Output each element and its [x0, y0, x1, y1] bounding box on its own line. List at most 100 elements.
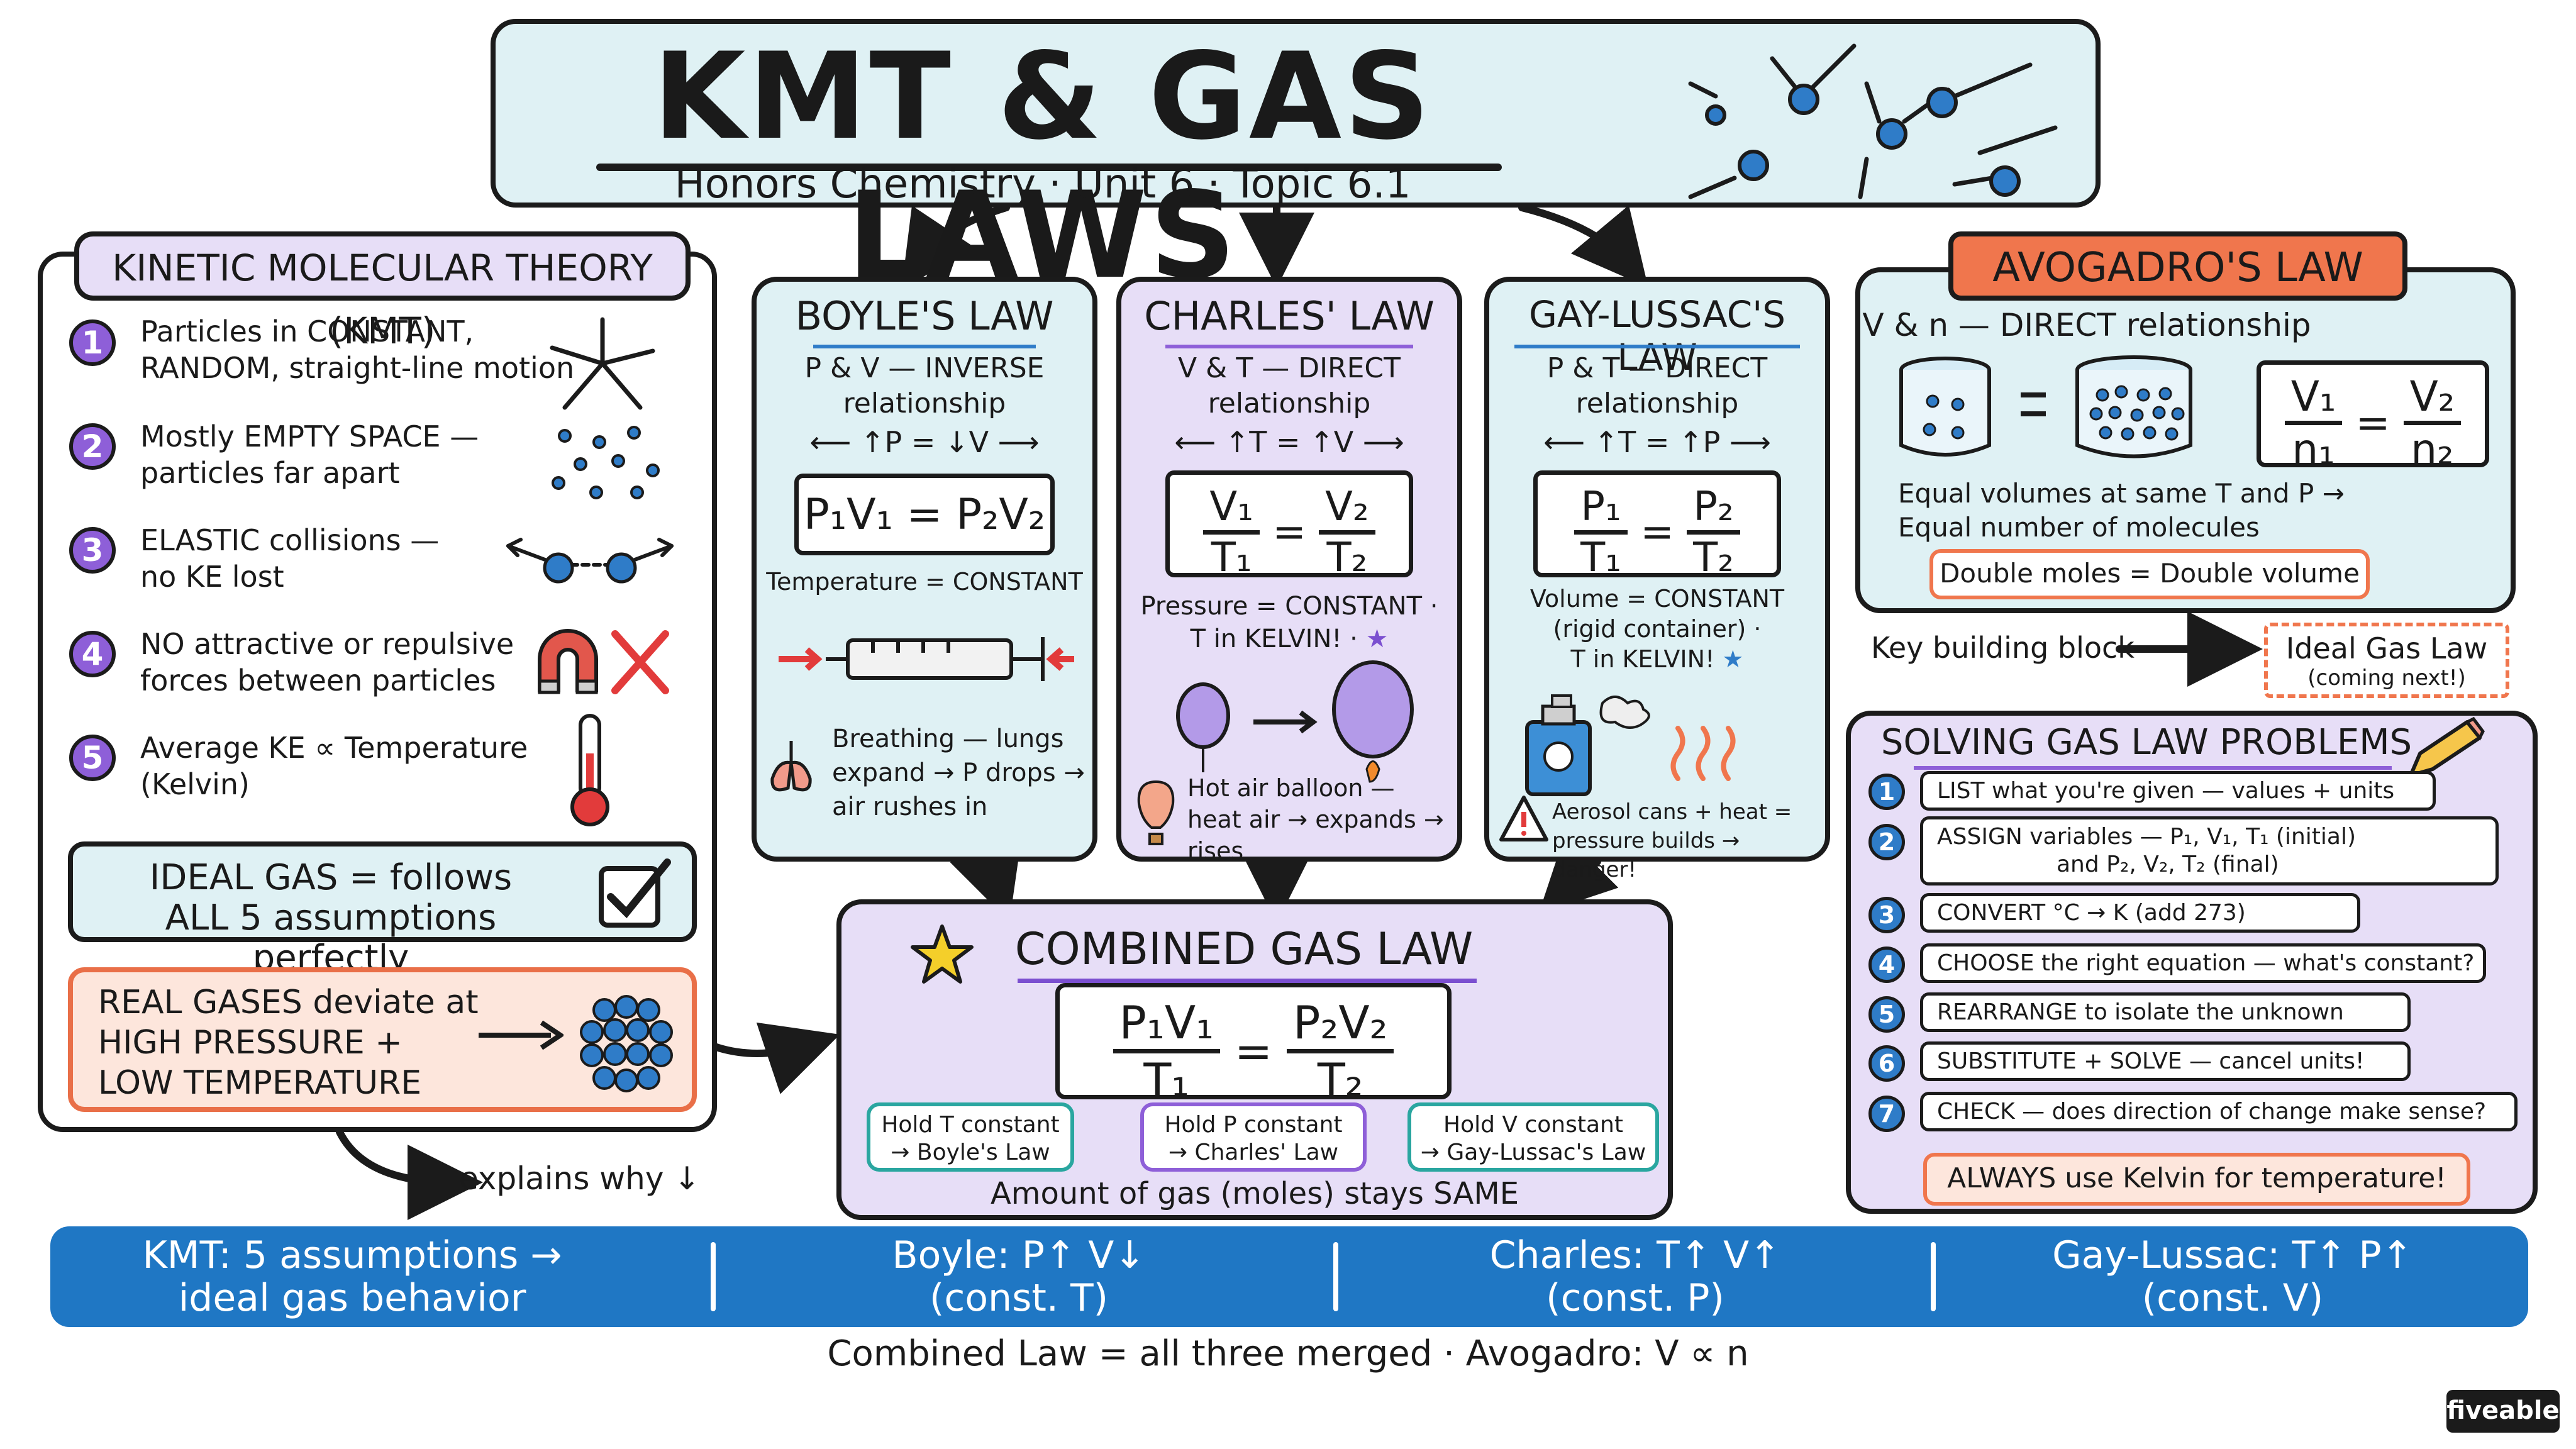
step-5: REARRANGE to isolate the unknown	[1920, 992, 2411, 1032]
boyles-constant: Temperature = CONSTANT	[766, 568, 1083, 596]
gay-lussac-rigid: (rigid container) ·	[1553, 615, 1762, 643]
right-arrow-icon: ⟶	[1720, 425, 1771, 459]
summary-kmt-line1: KMT: 5 assumptions →	[142, 1233, 562, 1277]
combined-t1: T₁	[1143, 1053, 1190, 1106]
gay-lussac-example-line1: Aerosol cans + heat =	[1552, 799, 1792, 824]
right-arrow-icon: ⟶	[989, 425, 1040, 459]
kmt-item-5-line2: (Kelvin)	[140, 767, 250, 801]
number-badge-4: 4	[69, 631, 116, 677]
avogadro-n2: n₂	[2411, 425, 2454, 474]
divider	[711, 1242, 716, 1311]
avogadro-title: AVOGADRO'S LAW	[1948, 231, 2407, 301]
gay-lussac-law-panel: GAY-LUSSAC'S LAW P & T — DIRECT relation…	[1484, 277, 1830, 882]
real-gases-box: REAL GASES deviate at HIGH PRESSURE + LO…	[68, 967, 697, 1112]
divider	[1333, 1242, 1338, 1311]
always-kelvin-pill: ALWAYS use Kelvin for temperature!	[1923, 1153, 2470, 1206]
boyles-law-title: BOYLE'S LAW	[795, 293, 1054, 339]
combined-p1v1: P₁V₁	[1113, 996, 1220, 1053]
divider	[1931, 1242, 1936, 1311]
charles-law-panel: CHARLES' LAW V & T — DIRECT relationship…	[1116, 277, 1462, 865]
avogadro-law-panel: AVOGADRO'S LAW V & n — DIRECT relationsh…	[1855, 231, 2516, 613]
hot-air-balloon-icon	[1137, 780, 1175, 845]
kmt-item-4-line1: NO attractive or repulsive	[140, 627, 514, 661]
hold-p-line2: → Charles' Law	[1168, 1140, 1339, 1165]
title-underline	[596, 164, 1502, 171]
warning-icon	[1499, 796, 1548, 841]
kmt-item-4-line2: forces between particles	[140, 663, 496, 697]
bottom-summary-line: Combined Law = all three merged · Avogad…	[827, 1333, 1749, 1374]
right-arrow-icon: ⟶	[1353, 425, 1404, 459]
step-3: CONVERT °C → K (add 273)	[1920, 893, 2360, 933]
balloon-expanding-icon	[1176, 660, 1414, 783]
step-number-1: 1	[1868, 774, 1905, 810]
gay-p2: P₂	[1687, 484, 1740, 535]
avogadro-v1: V₁	[2284, 372, 2343, 425]
kmt-item-3-line2: no KE lost	[140, 560, 284, 594]
summary-boyle-line2: (const. T)	[929, 1276, 1109, 1320]
kmt-title: KINETIC MOLECULAR THEORY (KMT)	[74, 231, 691, 352]
gay-lussac-relationship-line2: relationship	[1575, 387, 1739, 419]
combined-footer: Amount of gas (moles) stays SAME	[990, 1176, 1519, 1211]
thermometer-icon	[570, 714, 609, 826]
charles-example-line3: rises	[1187, 837, 1244, 865]
hold-p-pill: Hold P constant → Charles' Law	[1140, 1102, 1367, 1172]
combined-p2v2: P₂V₂	[1287, 996, 1394, 1053]
fiveable-logo: fiveable	[2446, 1390, 2560, 1433]
left-arrow-icon: ⟵	[1174, 425, 1225, 459]
step-number-3: 3	[1868, 897, 1905, 933]
step-number-6: 6	[1868, 1045, 1905, 1082]
left-arrow-icon: ⟵	[1543, 425, 1594, 459]
charles-arrow-relation: ↑T = ↑V	[1224, 425, 1354, 459]
title-underline	[813, 345, 1036, 348]
summary-gay-line2: (const. V)	[2141, 1276, 2324, 1320]
real-gases-line2: HIGH PRESSURE +	[98, 1024, 402, 1062]
compressed-particles-icon	[580, 995, 673, 1092]
number-badge-5: 5	[69, 735, 116, 781]
combined-t2: T₂	[1317, 1053, 1363, 1106]
summary-boyle-line1: Boyle: P↑ V↓	[892, 1233, 1146, 1277]
charles-law-title: CHARLES' LAW	[1144, 293, 1435, 339]
pencil-icon	[2409, 716, 2485, 777]
solving-title: SOLVING GAS LAW PROBLEMS	[1880, 722, 2412, 763]
boyles-formula: P₁V₁ = P₂V₂	[794, 474, 1055, 555]
gay-t1: T₁	[1580, 535, 1621, 581]
title-underline	[1514, 345, 1800, 348]
title-underline	[1914, 766, 2392, 770]
gay-lussac-relationship: P & T — DIRECT	[1546, 352, 1768, 384]
page-subtitle: Honors Chemistry · Unit 6 · Topic 6.1	[674, 161, 1411, 208]
ideal-gas-line2: ALL 5 assumptions perfectly	[165, 897, 497, 979]
real-gases-line1: REAL GASES deviate at	[98, 984, 479, 1021]
kmt-item-5-line1: Average KE ∝ Temperature	[140, 731, 528, 765]
header-banner: KMT & GAS LAWS Honors Chemistry · Unit 6…	[491, 19, 2101, 305]
number-badge-1: 1	[69, 319, 116, 366]
kmt-item-1-line1: Particles in CONSTANT,	[140, 314, 474, 348]
charles-relationship: V & T — DIRECT	[1177, 352, 1401, 384]
lungs-icon	[770, 741, 812, 792]
boyles-example-line2: expand → P drops →	[832, 758, 1085, 787]
syringe-icon	[779, 637, 1074, 681]
kmt-item-3-line1: ELASTIC collisions —	[140, 523, 440, 557]
gay-t2: T₂	[1693, 535, 1734, 581]
charles-relationship-line2: relationship	[1208, 387, 1371, 419]
gay-lussac-constant: Volume = CONSTANT	[1530, 585, 1785, 613]
elastic-collision-icon	[506, 538, 674, 584]
charles-constant: Pressure = CONSTANT ·	[1140, 592, 1438, 621]
number-badge-2: 2	[69, 423, 116, 470]
title-underline	[1018, 979, 1477, 983]
real-gases-line3: LOW TEMPERATURE	[98, 1064, 422, 1102]
ideal-gas-law-preview: Ideal Gas Law (coming next!)	[2264, 623, 2509, 698]
magnet-no-force-icon	[538, 629, 669, 694]
hold-t-pill: Hold T constant → Boyle's Law	[867, 1102, 1074, 1172]
gay-p1: P₁	[1574, 484, 1628, 535]
boyles-example-line1: Breathing — lungs	[832, 724, 1064, 753]
random-motion-icon	[550, 317, 655, 410]
step-number-5: 5	[1868, 996, 1905, 1033]
avogadro-desc-line1: Equal volumes at same T and P →	[1898, 478, 2345, 509]
star-icon: ★	[1365, 625, 1389, 653]
